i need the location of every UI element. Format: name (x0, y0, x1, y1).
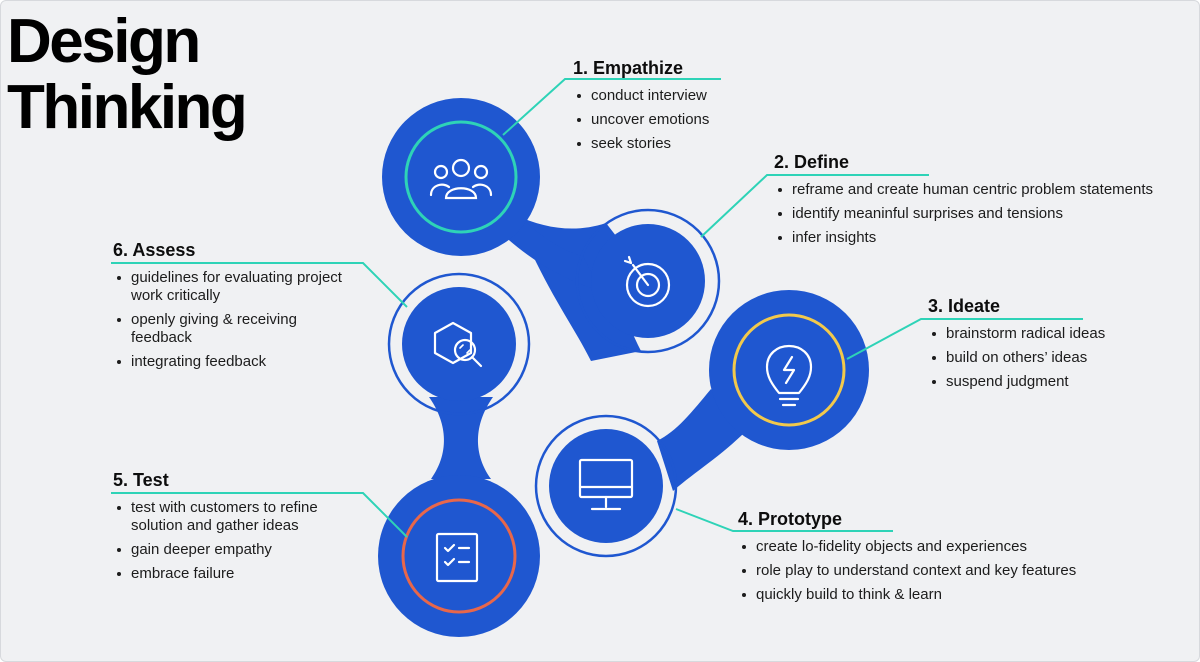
bullet-item: openly giving & receiving feedback (113, 311, 343, 347)
bullet-item: guidelines for evaluating project work c… (113, 269, 343, 305)
people-group-icon (429, 158, 493, 200)
bullet-item: conduct interview (573, 87, 709, 105)
stage-assess: 6. Assess guidelines for evaluating proj… (113, 239, 343, 377)
stage-test: 5. Test test with customers to refine so… (113, 469, 353, 589)
bullet-item: build on others’ ideas (928, 349, 1105, 367)
monitor-icon (578, 458, 634, 511)
define-leader-line (700, 174, 929, 238)
bullet-item: reframe and create human centric problem… (774, 181, 1153, 199)
bullet-item: brainstorm radical ideas (928, 325, 1105, 343)
neck-1-2-b (501, 213, 601, 291)
bullet-item: role play to understand context and key … (738, 562, 1076, 580)
bullet-item: integrating feedback (113, 353, 343, 371)
stage-heading: 4. Prototype (738, 509, 843, 529)
stage-ideate: 3. Ideate brainstorm radical ideas build… (928, 295, 1105, 397)
bullet-item: infer insights (774, 229, 1153, 247)
define-outline-ring (575, 208, 721, 354)
bullet-item: gain deeper empathy (113, 541, 353, 559)
stage-bullets: test with customers to refine solution a… (113, 499, 353, 583)
stage-bullets: create lo-fidelity objects and experienc… (738, 538, 1076, 604)
assess-outline-ring (387, 272, 531, 416)
stage-bullets: reframe and create human centric problem… (774, 181, 1153, 247)
bullet-item: embrace failure (113, 565, 353, 583)
stage-bullets: guidelines for evaluating project work c… (113, 269, 343, 371)
stage-bullets: brainstorm radical ideas build on others… (928, 325, 1105, 391)
prototype-outline-ring (534, 414, 678, 558)
define-circle (591, 224, 705, 338)
stage-prototype: 4. Prototype create lo-fidelity objects … (738, 508, 1076, 610)
page-title-line-2: Thinking (7, 73, 248, 142)
stage-heading: 3. Ideate (928, 296, 1001, 316)
test-ring (401, 498, 517, 614)
prototype-leader-line (675, 508, 893, 532)
assess-circle (402, 287, 516, 401)
ideate-ring (732, 313, 846, 427)
ideate-leader-line (846, 318, 1083, 360)
test-leader-line (111, 492, 408, 538)
bullet-item: uncover emotions (573, 111, 709, 129)
stage-empathize: 1. Empathize conduct interview uncover e… (573, 57, 709, 159)
stage-heading: 6. Assess (113, 240, 196, 260)
empathize-leader-line (502, 78, 721, 136)
target-arrow-icon (623, 255, 671, 308)
bullet-item: test with customers to refine solution a… (113, 499, 353, 535)
bullet-item: create lo-fidelity objects and experienc… (738, 538, 1076, 556)
checklist-icon (435, 532, 479, 583)
stage-bullets: conduct interview uncover emotions seek … (573, 87, 709, 153)
stage-heading: 2. Define (774, 152, 850, 172)
page-title-line-1: Design (7, 7, 201, 76)
stage-define: 2. Define reframe and create human centr… (774, 151, 1153, 253)
bullet-item: identify meaninful surprises and tension… (774, 205, 1153, 223)
empathize-ring (404, 120, 518, 234)
assess-leader-line (111, 262, 408, 308)
neck-6-5 (429, 397, 493, 479)
stage-heading: 1. Empathize (573, 58, 684, 78)
stage-heading: 5. Test (113, 470, 169, 490)
bullet-item: quickly build to think & learn (738, 586, 1076, 604)
hexagon-magnifier-icon (433, 321, 483, 368)
lightbulb-bolt-icon (765, 344, 813, 407)
bullet-item: suspend judgment (928, 373, 1105, 391)
bullet-item: seek stories (573, 135, 709, 153)
